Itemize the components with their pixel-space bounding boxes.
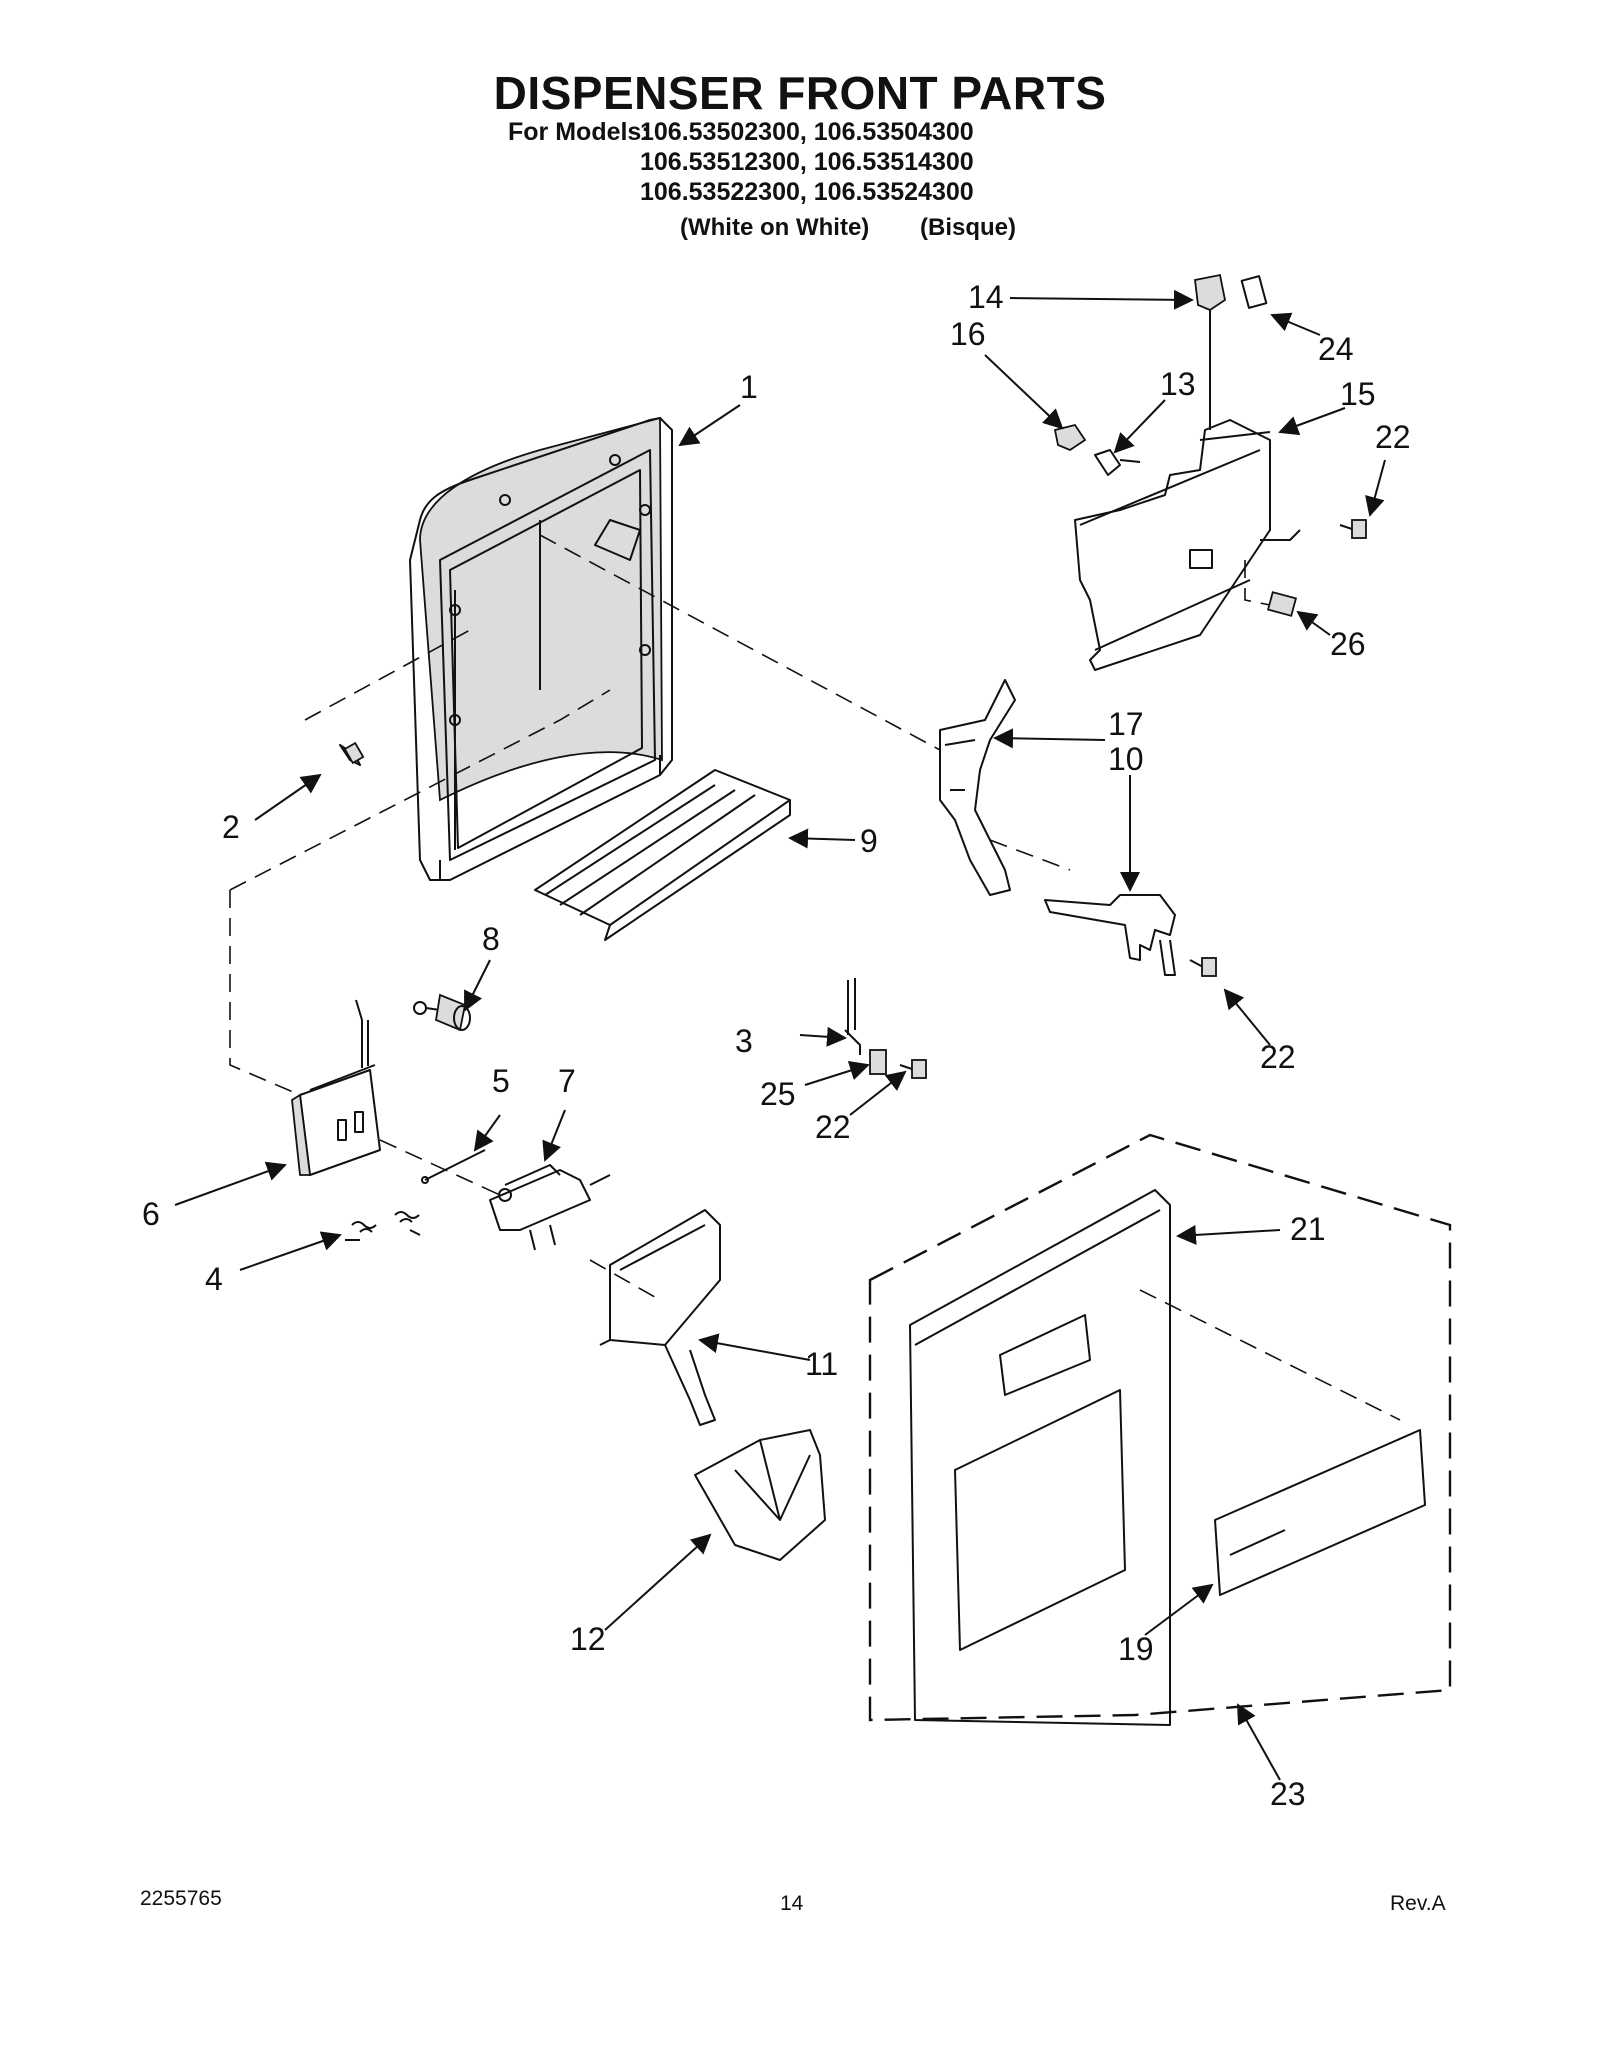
callout-22-c: 22 [815,1109,851,1145]
part-14-switch [1194,273,1227,430]
callout-3: 3 [735,1023,753,1059]
leader-lines [174,289,1386,1781]
part-15-bracket-housing [1074,419,1301,671]
part-11-paddle-lever [599,1209,721,1426]
callout-5: 5 [492,1063,510,1099]
callout-22-a: 22 [1375,419,1411,455]
callout-8: 8 [482,921,500,957]
models-prefix: For Models: [508,118,650,146]
callout-23: 23 [1270,1776,1306,1812]
model-row-1: 106.53502300, 106.53504300 [640,118,974,146]
callout-16: 16 [950,316,986,352]
part-24-plate [1240,275,1268,309]
part-12-funnel-cup [694,1429,826,1561]
part-21-front-panel [909,1189,1171,1726]
part-17-lever [939,679,1016,896]
model-row-2: 106.53512300, 106.53514300 [640,148,974,176]
part-8-solenoid [413,993,471,1032]
part-22-screw-b [1189,957,1217,977]
part-10-actuator [1044,894,1176,976]
part-2-screw [339,741,365,766]
callout-6: 6 [142,1196,160,1232]
callout-15: 15 [1340,376,1376,412]
color-white-label: (White on White) [680,214,870,241]
callout-12: 12 [570,1621,606,1657]
part-6-switch-assembly [291,999,381,1176]
alignment-lines [229,534,1401,1421]
page-title: DISPENSER FRONT PARTS [493,67,1107,119]
part-26-connector [1244,560,1298,617]
part-7-hinge-assembly [489,1164,611,1251]
callout-7: 7 [558,1063,576,1099]
callout-24: 24 [1318,331,1354,367]
callout-25: 25 [760,1076,796,1112]
callout-17: 17 [1108,706,1144,742]
part-16-knob [1053,423,1087,452]
revision-label: Rev.A [1390,1892,1446,1915]
callout-26: 26 [1330,626,1366,662]
part-5-pin [424,1149,486,1181]
part-13-lamp-socket [1094,449,1141,476]
callout-10: 10 [1108,741,1144,777]
part-25-clip [869,1049,887,1075]
part-1-dispenser-housing [409,416,673,881]
callout-9: 9 [860,823,878,859]
document-number: 2255765 [140,1887,222,1910]
part-19-badge-overlay [1214,1429,1426,1596]
part-9-drip-tray [534,769,791,941]
callout-21: 21 [1290,1211,1326,1247]
part-3-bracket [844,978,861,1055]
part-22-screw-a [1339,519,1367,539]
part-4-springs [345,1211,421,1241]
callout-13: 13 [1160,366,1196,402]
callout-14: 14 [968,279,1004,315]
callout-4: 4 [205,1261,223,1297]
part-23-assembly-boundary [868,1133,1452,1722]
callout-1: 1 [740,369,758,405]
part-5-pin-head [421,1176,429,1184]
page-number: 14 [780,1892,804,1915]
callout-2: 2 [222,809,240,845]
callout-19: 19 [1118,1631,1154,1667]
callout-22-b: 22 [1260,1039,1296,1075]
model-row-3: 106.53522300, 106.53524300 [640,178,974,206]
callout-11: 11 [805,1346,838,1382]
part-22-screw-c [899,1059,927,1079]
callout-labels: 1 2 3 4 5 6 7 8 9 10 11 12 13 14 15 16 1… [142,279,1411,1812]
color-bisque-label: (Bisque) [920,214,1016,241]
